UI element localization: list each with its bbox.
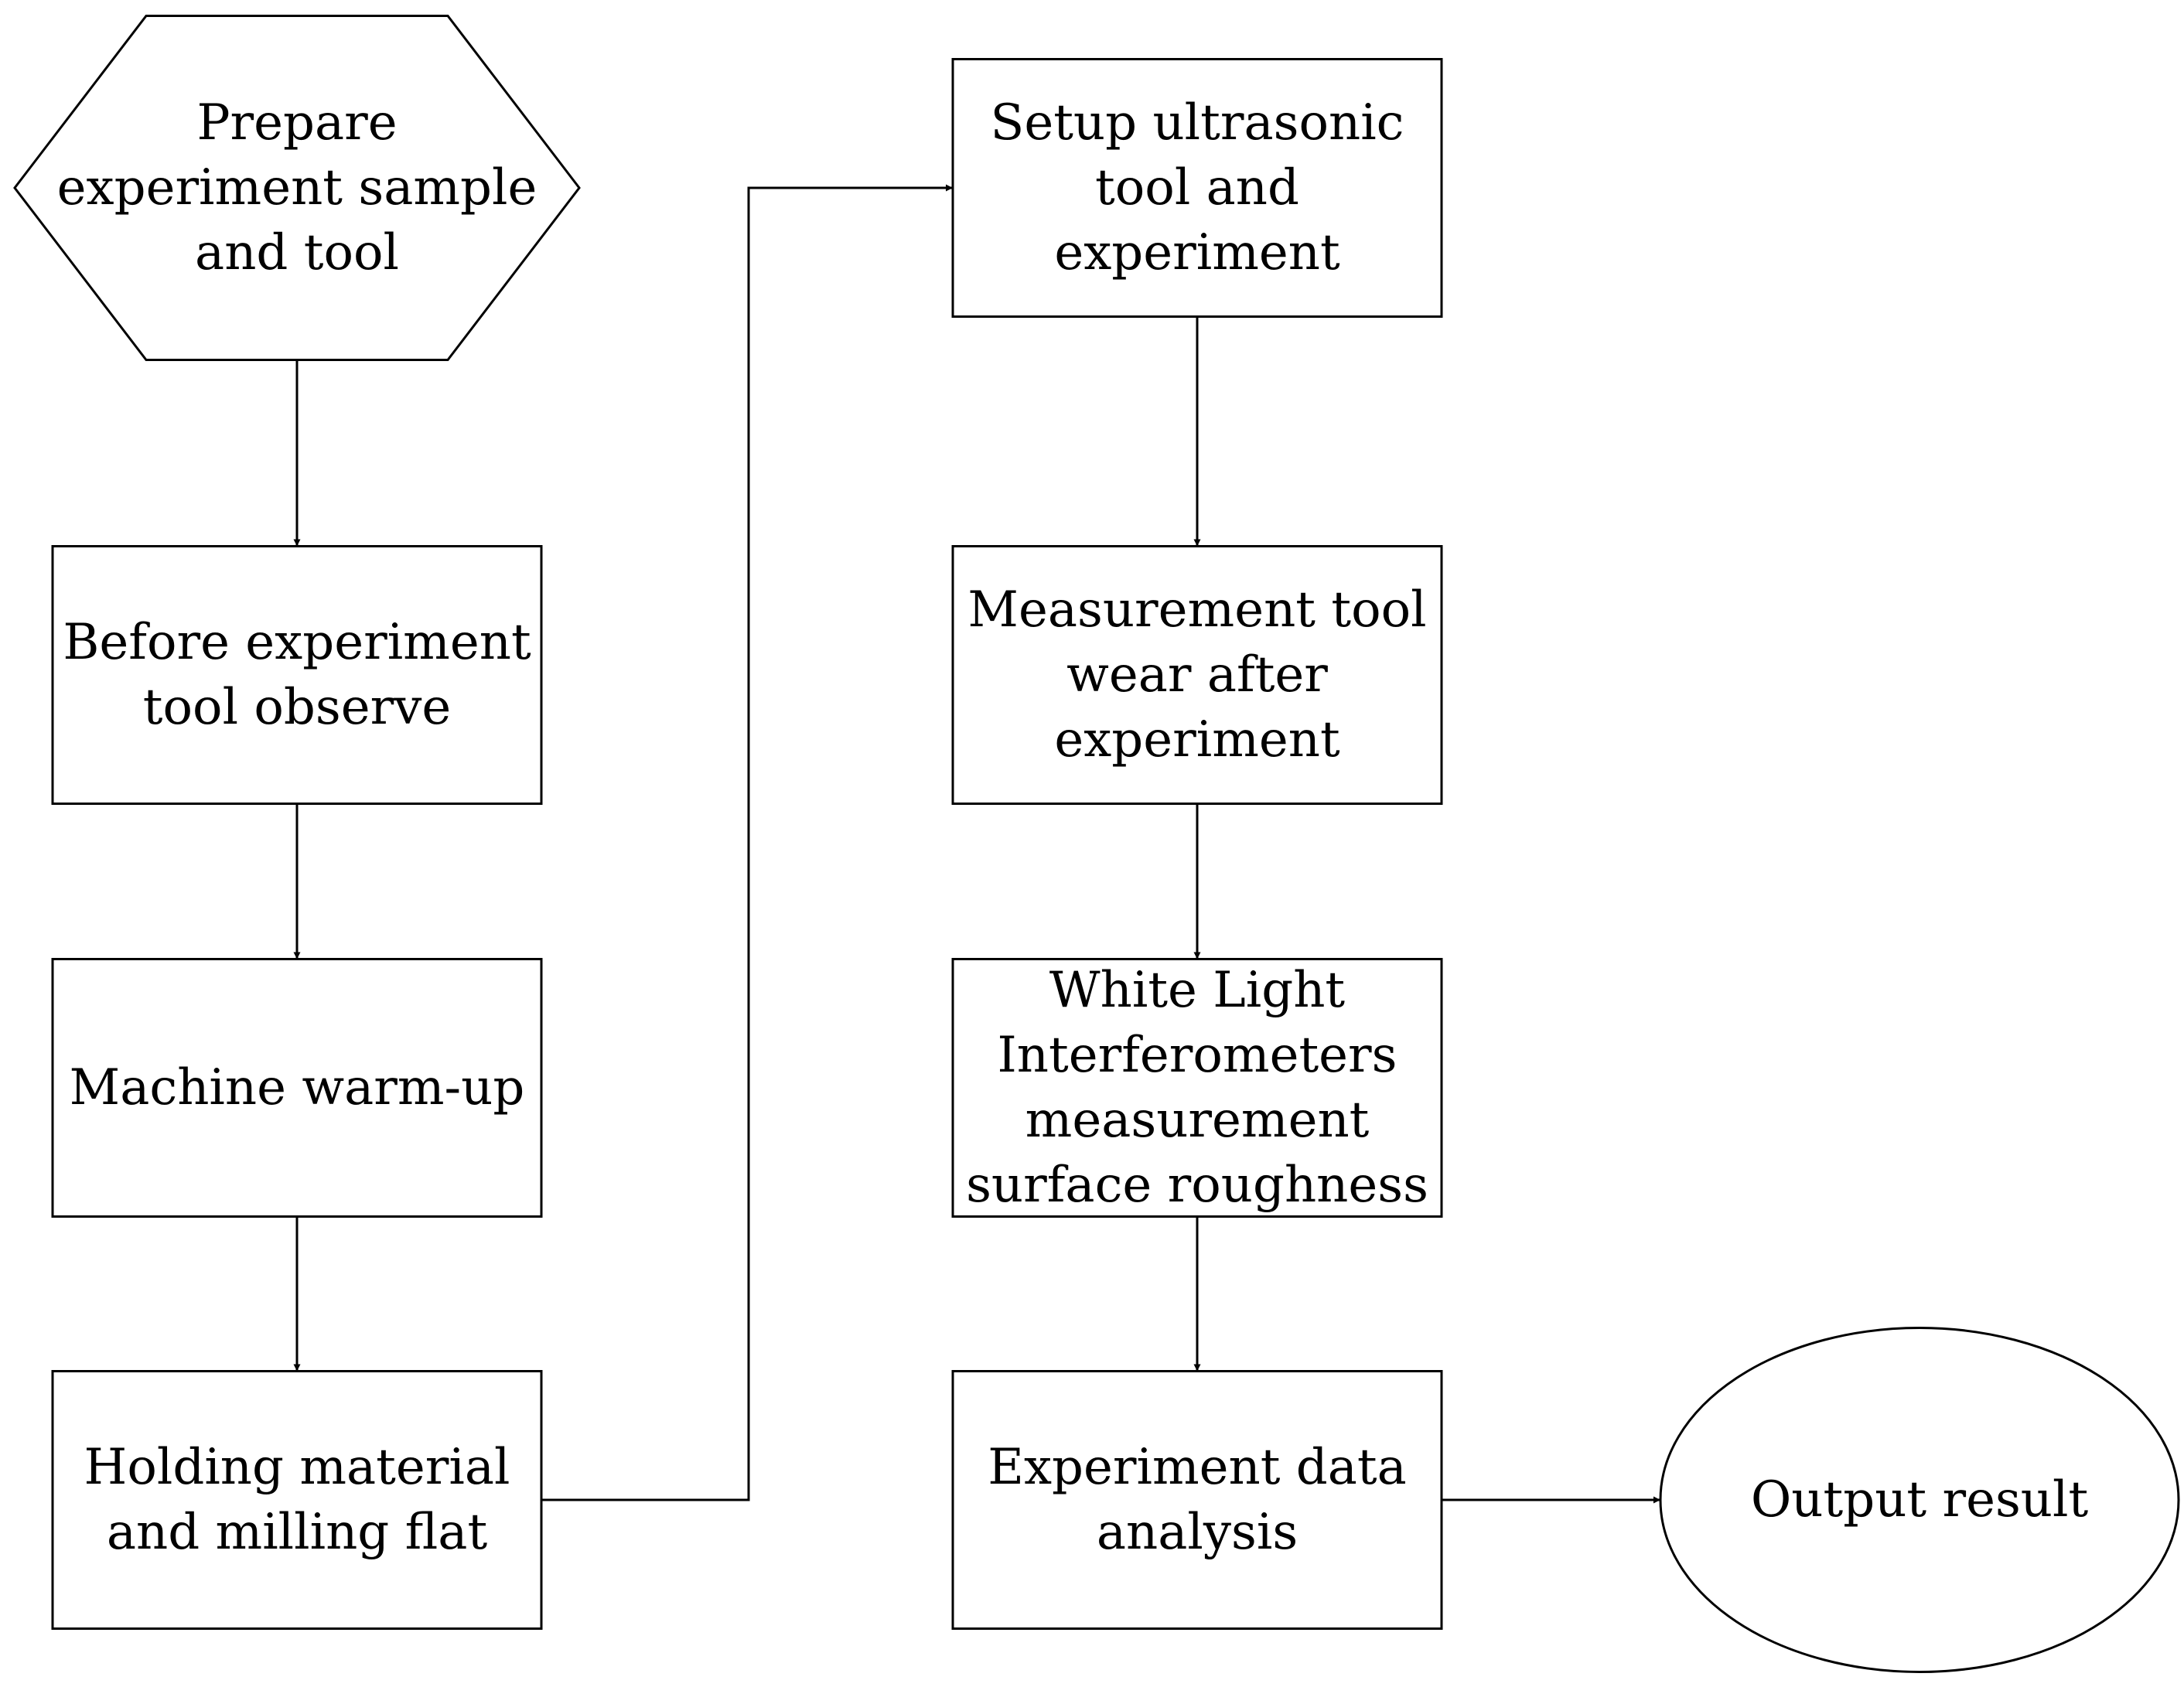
flow-step-label: experiment <box>1054 224 1340 281</box>
flow-step-measure: Measurement tool wear after experiment <box>951 545 1443 805</box>
flow-step-label: analysis <box>1097 1504 1298 1561</box>
flow-step-label: experiment <box>1054 711 1340 769</box>
flow-step-holding: Holding material and milling flat <box>51 1370 543 1630</box>
arrow-holding-to-setup <box>541 184 953 1501</box>
flow-step-label: tool and <box>1095 159 1299 216</box>
flow-step-label: experiment sample <box>57 159 537 216</box>
process-box-shape <box>51 545 543 805</box>
flow-step-output: Output result <box>1659 1327 2180 1673</box>
flow-step-label: Output result <box>1751 1471 2089 1529</box>
flow-step-label: Before experiment <box>63 614 531 671</box>
flow-step-before: Before experiment tool observe <box>51 545 543 805</box>
flow-step-label: Setup ultrasonic <box>990 94 1404 152</box>
flow-step-label: Prepare <box>196 94 397 152</box>
ellipse-end-shape <box>1659 1327 2180 1673</box>
flow-step-analysis: Experiment data analysis <box>951 1370 1443 1630</box>
process-box-shape <box>951 58 1443 318</box>
process-box-shape <box>51 1370 543 1630</box>
flow-step-label: measurement <box>1025 1092 1370 1149</box>
flow-step-label: Measurement tool <box>967 581 1426 639</box>
flow-step-warmup: Machine warm-up <box>51 958 543 1218</box>
flow-step-label: surface roughness <box>966 1157 1428 1214</box>
process-box-shape <box>951 545 1443 805</box>
connectors <box>293 184 1660 1504</box>
flow-step-label: Experiment data <box>988 1439 1407 1496</box>
flow-step-label: Machine warm-up <box>70 1059 525 1116</box>
hexagon-start-shape <box>13 15 581 361</box>
flow-step-label: and milling flat <box>107 1504 488 1561</box>
flow-step-label: White Light <box>1049 962 1346 1019</box>
flow-step-label: Interferometers <box>998 1027 1397 1084</box>
process-box-shape <box>951 1370 1443 1630</box>
flow-step-label: wear after <box>1066 646 1328 704</box>
flow-step-label: Holding material <box>84 1439 510 1496</box>
flow-step-setup: Setup ultrasonic tool and experiment <box>951 58 1443 318</box>
flow-step-label: tool observe <box>143 679 451 736</box>
process-box-shape <box>951 958 1443 1218</box>
flow-step-prepare: Prepare experiment sample and tool <box>13 15 581 361</box>
process-box-shape <box>51 958 543 1218</box>
flow-step-label: and tool <box>195 224 399 281</box>
